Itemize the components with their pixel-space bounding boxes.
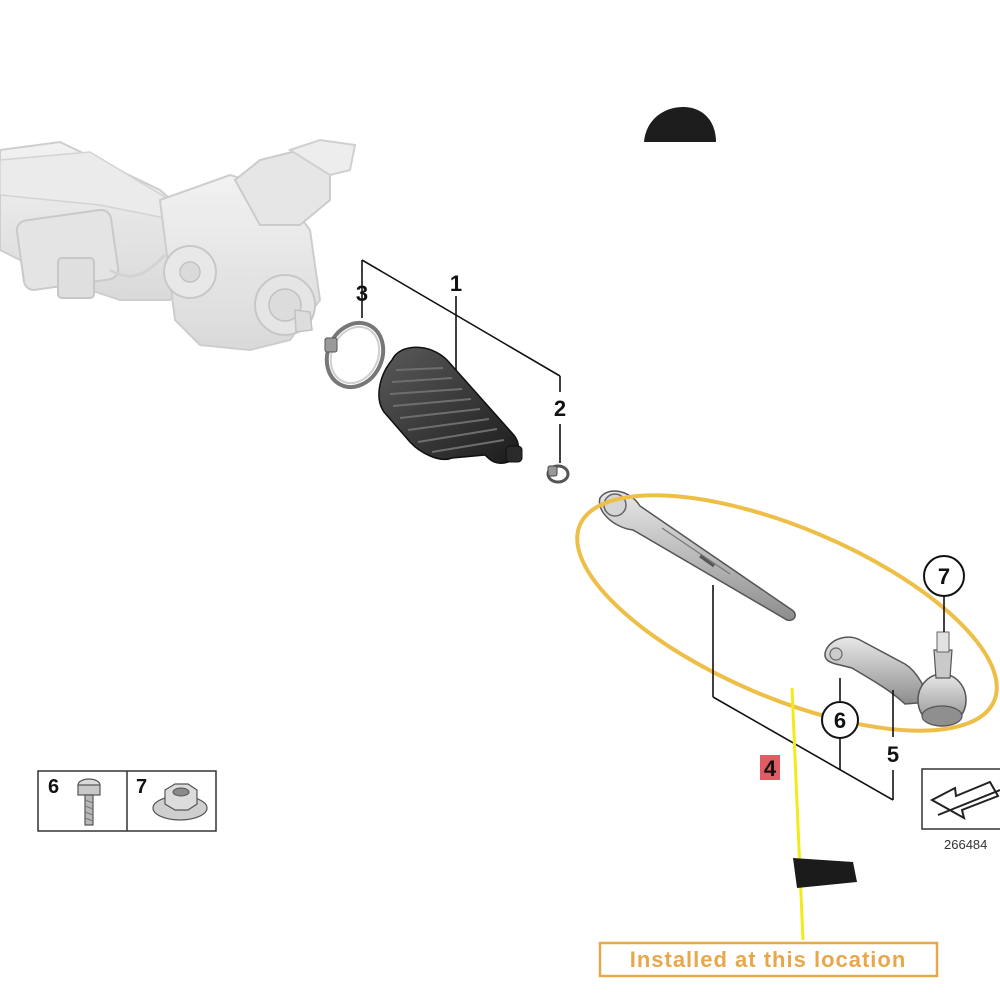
callout-4: 4 [764,756,777,781]
small-clamp [546,464,570,484]
legend-label-6: 6 [48,776,59,798]
callout-6: 6 [834,708,846,733]
callout-1: 1 [450,271,462,296]
bracket-4-5-6-7 [712,585,945,801]
bracket-1-2-3 [361,259,561,463]
flange-nut-icon [152,783,208,821]
callout-2: 2 [554,396,566,421]
dark-cap-fragment [644,106,716,142]
inner-tie-rod [598,490,796,622]
installation-note-text: Installed at this location [630,947,907,972]
torx-bolt-icon [77,778,101,826]
installation-note: Installed at this location [598,941,939,978]
installation-pointer-line [790,687,805,941]
diagram-number: 266484 [944,837,987,852]
fastener-legend: 6 7 [37,770,217,832]
legend-label-7: 7 [136,776,147,798]
callout-circle-7 [923,555,965,597]
callout-7: 7 [938,564,950,589]
steering-rack-illustration [0,138,357,352]
diagram-reference: 266484 [921,768,1000,852]
callout-5: 5 [887,742,899,767]
part-4-badge [760,755,780,780]
dark-fragment [793,858,857,888]
callout-3: 3 [356,281,368,306]
rubber-boot [378,346,523,465]
outer-tie-rod-end [824,631,967,727]
installation-highlight-ring [575,493,999,733]
hose-clamp [324,320,386,390]
callout-circle-6 [821,701,859,739]
